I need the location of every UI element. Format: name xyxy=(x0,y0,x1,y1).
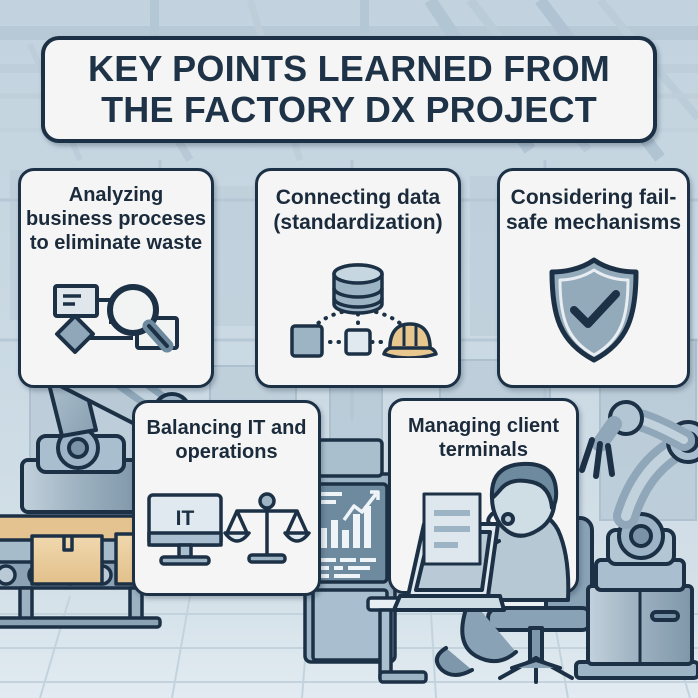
shield-check-icon xyxy=(500,235,687,385)
point-card-balancing-it-and-operations: Balancing IT and operations IT xyxy=(132,400,321,596)
point-card-label: Analyzing business proceses to eliminate… xyxy=(25,184,207,254)
monitor-screen-label: IT xyxy=(175,507,194,530)
point-card-label: Considering fail-safe mechanisms xyxy=(505,186,682,235)
point-card-label: Managing client terminals xyxy=(407,415,560,461)
page-title: KEY POINTS LEARNED FROM THE FACTORY DX P… xyxy=(88,48,610,130)
database-network-hardhat-icon xyxy=(258,235,458,385)
dashboard-kiosk xyxy=(303,438,397,664)
flowchart-magnifier-icon xyxy=(21,255,211,385)
point-card-label: Balancing IT and operations xyxy=(146,417,307,463)
point-card-managing-client-terminals: Managing client terminals xyxy=(388,398,579,594)
poster-title-card: KEY POINTS LEARNED FROM THE FACTORY DX P… xyxy=(41,36,657,143)
point-card-label: Connecting data (standardization) xyxy=(273,186,443,235)
robot-arm-right xyxy=(574,400,698,680)
monitor-scales-icon: IT xyxy=(135,464,318,593)
person-laptop-icon xyxy=(391,462,576,591)
point-card-analyzing-business-processes: Analyzing business proceses to eliminate… xyxy=(18,168,214,388)
point-card-fail-safe-mechanisms: Considering fail-safe mechanisms xyxy=(497,168,690,388)
point-card-connecting-data: Connecting data (standardization) xyxy=(255,168,461,388)
